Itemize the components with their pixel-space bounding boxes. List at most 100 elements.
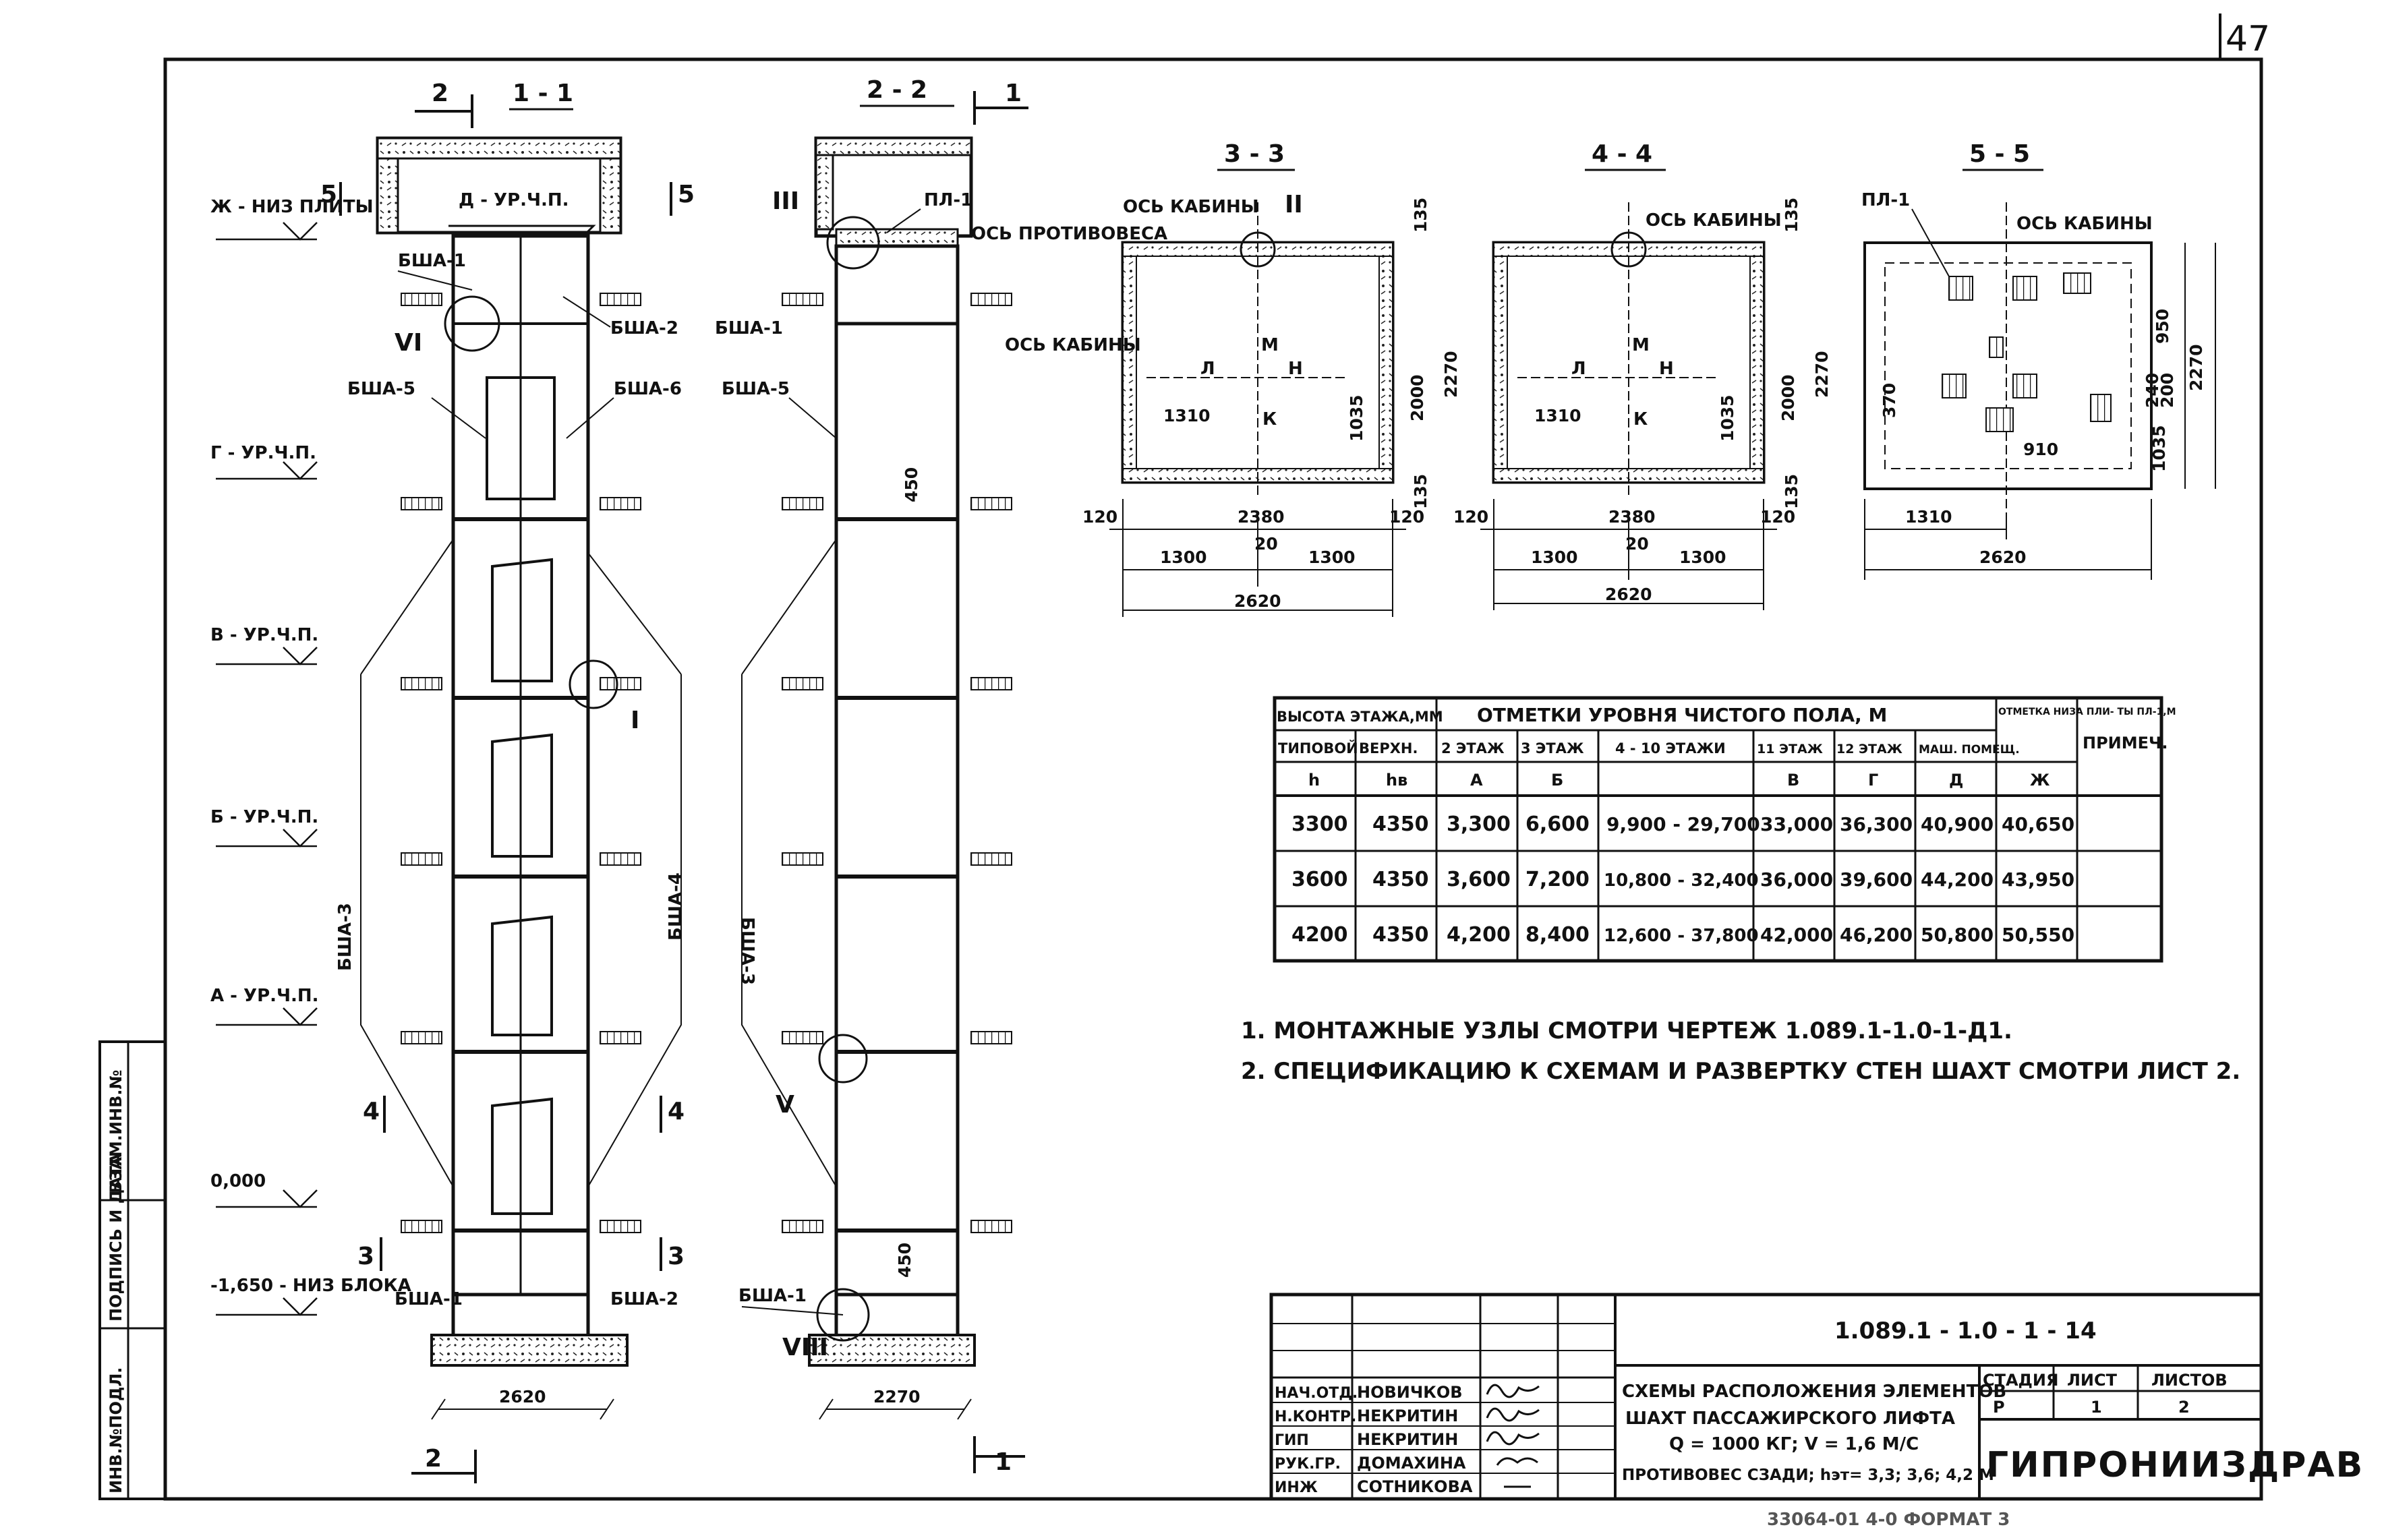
cell: 39,600: [1840, 868, 1913, 891]
th-floor-2: 2 ЭТАЖ: [1441, 740, 1505, 757]
dim-450-top: 450: [902, 467, 921, 502]
cell: 42,000: [1760, 924, 1833, 946]
dim-120-44-left: 120: [1453, 507, 1488, 527]
note-1: 1. МОНТАЖНЫЕ УЗЛЫ СМОТРИ ЧЕРТЕЖ 1.089.1-…: [1241, 1017, 2012, 1044]
cell: 3600: [1291, 868, 1348, 891]
level-d-label: Д - УР.Ч.П.: [459, 190, 569, 210]
th-slab-bottom: ОТМЕТКА НИЗА ПЛИ- ТЫ ПЛ-1,М: [1998, 707, 2176, 717]
cut-mark-5-left: 5: [320, 181, 337, 208]
axis-cabin-33-left: ОСЬ КАБИНЫ: [1005, 335, 1141, 355]
section-4-4: 4 - 4 ОСЬ КАБИНЫ Л М Н К 135 2270 2000 1…: [1453, 140, 1832, 610]
stamp-vzam: ВЗАМ.ИНВ.№: [107, 1070, 125, 1193]
dim-1300-44-right: 1300: [1679, 547, 1726, 567]
name-4: ДОМАХИНА: [1357, 1454, 1466, 1473]
section-1-1-title: 1 - 1: [513, 80, 573, 107]
dim-2000-33: 2000: [1407, 374, 1427, 421]
label-n-44: Н: [1659, 359, 1674, 379]
title-line-4: ПРОТИВОВЕС СЗАДИ; hэт= 3,3; 3,6; 4,2 М: [1622, 1467, 1994, 1484]
dim-950-55: 950: [2153, 309, 2172, 344]
dim-135-44-bottom: 135: [1782, 474, 1801, 509]
dim-1300-33-left: 1300: [1160, 547, 1207, 567]
cell: 40,650: [2002, 813, 2074, 835]
label-bsha-6: БША-6: [614, 379, 682, 399]
label-pl-1-55: ПЛ-1: [1861, 190, 1910, 210]
dim-1035-44: 1035: [1718, 394, 1737, 442]
cell: 4350: [1372, 812, 1429, 836]
page-number: 47: [2226, 19, 2270, 59]
cell: 12,600 - 37,800: [1604, 926, 1759, 946]
th-floors-4-10: 4 - 10 ЭТАЖИ: [1615, 740, 1726, 757]
table-row: 4200 4350 4,200 8,400 12,600 - 37,800 42…: [1291, 923, 2074, 947]
role-3: ГИП: [1275, 1432, 1309, 1449]
notes: 1. МОНТАЖНЫЕ УЗЛЫ СМОТРИ ЧЕРТЕЖ 1.089.1-…: [1241, 1017, 2240, 1085]
cut-mark-1-bottom: 1: [995, 1448, 1012, 1476]
role-1: НАЧ.ОТД.: [1275, 1385, 1358, 1402]
label-counterweight-axis: ОСЬ ПРОТИВОВЕСА: [971, 224, 1167, 244]
section-3-3-title: 3 - 3: [1224, 140, 1285, 168]
cell: 4,200: [1447, 923, 1511, 947]
dim-1310-44: 1310: [1534, 406, 1581, 425]
sheet-frame: [163, 13, 2263, 1501]
sheets-value: 2: [2178, 1398, 2190, 1417]
dim-1300-33-right: 1300: [1308, 547, 1356, 567]
title-block: 1.089.1 - 1.0 - 1 - 14 СХЕМЫ РАСПОЛОЖЕНИ…: [1269, 1293, 2364, 1501]
cell: 9,900 - 29,700: [1606, 813, 1760, 835]
title-line-3: Q = 1000 КГ; V = 1,6 М/С: [1669, 1434, 1919, 1454]
dim-120-33-left: 120: [1082, 507, 1117, 527]
level-g: Г - УР.Ч.П.: [210, 443, 316, 463]
label-pl-1: ПЛ-1: [924, 190, 972, 210]
label-bsha-5: БША-5: [347, 379, 415, 399]
dim-2380-44: 2380: [1608, 507, 1656, 527]
dim-2270-22: 2270: [873, 1387, 921, 1406]
label-k-33: К: [1262, 409, 1277, 430]
dim-120-44-right: 120: [1760, 507, 1795, 527]
dim-2270-55: 2270: [2186, 344, 2206, 391]
node-mark-vi: VI: [395, 329, 422, 357]
th-floor-3: 3 ЭТАЖ: [1521, 740, 1584, 757]
label-l-44: Л: [1571, 359, 1586, 379]
cut-mark-4-right: 4: [668, 1098, 685, 1125]
th-machine-room: МАШ. ПОМЕЩ.: [1919, 743, 2020, 757]
note-2: 2. СПЕЦИФИКАЦИЮ К СХЕМАМ И РАЗВЕРТКУ СТЕ…: [1241, 1058, 2240, 1085]
axis-cabin-33-top: ОСЬ КАБИНЫ: [1123, 197, 1259, 217]
side-stamp: ИНВ.№ПОДЛ. ПОДПИСЬ И ДАТА ВЗАМ.ИНВ.№: [98, 1040, 167, 1500]
node-mark-ii: II: [1285, 191, 1303, 218]
cut-mark-3-left: 3: [357, 1243, 374, 1270]
section-2-2-title: 2 - 2: [867, 76, 927, 104]
section-5-5-title: 5 - 5: [1969, 140, 2030, 168]
cell: 36,000: [1760, 868, 1833, 891]
cut-mark-2-top: 2: [432, 80, 448, 107]
dim-2620-55: 2620: [1979, 547, 2027, 567]
cell: 10,800 - 32,400: [1604, 870, 1759, 891]
cell: 44,200: [1921, 868, 1994, 891]
dim-135-44-top: 135: [1782, 198, 1801, 233]
section-5-5: 5 - 5 ПЛ-1 ОСЬ КАБИНЫ 950 2270 370 240 2…: [1861, 140, 2216, 580]
dim-2380-33: 2380: [1238, 507, 1285, 527]
cut-mark-4-left: 4: [363, 1098, 380, 1125]
label-bsha-1-top: БША-1: [398, 251, 466, 271]
th-elevations: ОТМЕТКИ УРОВНЯ ЧИСТОГО ПОЛА, М: [1477, 704, 1887, 726]
cell: 36,300: [1840, 813, 1913, 835]
dim-1310-33: 1310: [1163, 406, 1211, 425]
cell: 46,200: [1840, 924, 1913, 946]
dim-370-55: 370: [1880, 383, 1899, 418]
node-mark-iii: III: [772, 187, 799, 215]
cell: 6,600: [1525, 812, 1590, 836]
node-mark-viii: VIII: [782, 1334, 828, 1361]
elevation-table: ВЫСОТА ЭТАЖА,ММ ОТМЕТКИ УРОВНЯ ЧИСТОГО П…: [1273, 696, 2176, 963]
doc-code: 1.089.1 - 1.0 - 1 - 14: [1834, 1317, 2097, 1344]
cell: 43,950: [2002, 868, 2074, 891]
label-bsha-5-22: БША-5: [722, 379, 790, 399]
name-5: СОТНИКОВА: [1357, 1477, 1473, 1496]
th-notes: ПРИМЕЧ.: [2083, 734, 2168, 752]
dim-450-bottom: 450: [895, 1243, 914, 1278]
cell: 7,200: [1525, 868, 1590, 891]
th-sym-hv: hв: [1386, 771, 1407, 790]
dim-1310-55: 1310: [1905, 507, 1952, 527]
axis-cabin-44: ОСЬ КАБИНЫ: [1646, 210, 1782, 231]
sheet-label: ЛИСТ: [2067, 1371, 2118, 1390]
name-2: НЕКРИТИН: [1357, 1406, 1458, 1425]
label-k-44: К: [1633, 409, 1648, 430]
org-name: ГИПРОНИИЗДРАВ: [1986, 1445, 2364, 1485]
dim-910-55: 910: [2023, 440, 2058, 459]
